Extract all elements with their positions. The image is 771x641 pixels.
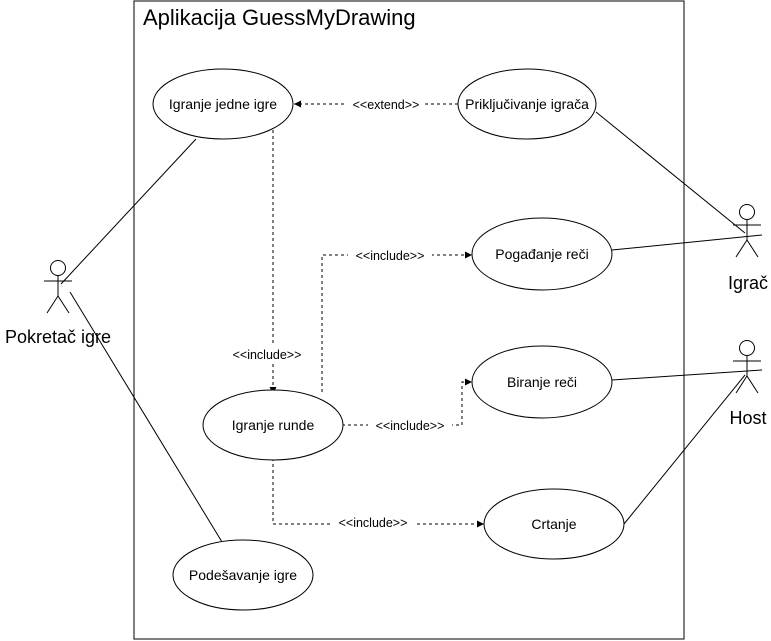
use-case-podesavanje-igre[interactable]: Podešavanje igre	[172, 539, 314, 611]
actor-igrac[interactable]: Igrač	[728, 204, 768, 294]
actor-label: Igrač	[728, 273, 768, 293]
relation-label-extend: <<extend>>	[353, 98, 420, 112]
actor-host[interactable]: Host	[729, 340, 767, 429]
use-case-label: Igranje runde	[232, 417, 315, 433]
use-case-pogadjanje-reci[interactable]: Pogađanje reči	[471, 217, 613, 291]
use-case-biranje-reci[interactable]: Biranje reči	[471, 345, 613, 419]
relation-include-pogadjanje-path	[321, 251, 472, 392]
actor-label: Pokretač igre	[5, 327, 111, 347]
use-case-label: Crtanje	[531, 516, 576, 532]
use-case-label: Priključivanje igrača	[465, 96, 589, 112]
association-pokretac-igranje-jedne-igre	[60, 138, 197, 285]
stick-figure-icon	[733, 204, 761, 258]
use-case-crtanje[interactable]: Crtanje	[483, 488, 625, 560]
relation-label-include-crtanje: <<include>>	[339, 516, 408, 530]
use-case-label: Podešavanje igre	[189, 567, 297, 583]
actor-label: Host	[729, 408, 766, 428]
stick-figure-icon	[733, 340, 761, 394]
association-pokretac-podesavanje-igre	[69, 291, 223, 543]
association-host-crtanje	[623, 374, 746, 525]
system-title: Aplikacija GuessMyDrawing	[143, 5, 416, 30]
use-case-prikljucivanje-igraca[interactable]: Priključivanje igrača	[457, 68, 597, 140]
stick-figure-icon	[44, 260, 72, 314]
use-case-label: Biranje reči	[507, 374, 577, 390]
association-host-biranje-reci	[611, 369, 763, 381]
use-case-igranje-runde[interactable]: Igranje runde	[202, 389, 344, 461]
relation-label-include-runde: <<include>>	[233, 348, 302, 362]
association-igrac-pogadjanje-reci	[611, 234, 763, 251]
use-case-label: Pogađanje reči	[495, 246, 588, 262]
association-igrac-prikljucivanje-igraca	[595, 111, 746, 234]
use-case-label: Igranje jedne igre	[169, 96, 277, 112]
use-case-igranje-jedne-igre[interactable]: Igranje jedne igre	[152, 68, 294, 140]
relation-label-include-pogadjanje: <<include>>	[356, 249, 425, 263]
system-boundary	[133, 0, 685, 640]
relation-label-include-biranje: <<include>>	[376, 419, 445, 433]
actor-pokretac-igre[interactable]: Pokretač igre	[5, 260, 111, 348]
